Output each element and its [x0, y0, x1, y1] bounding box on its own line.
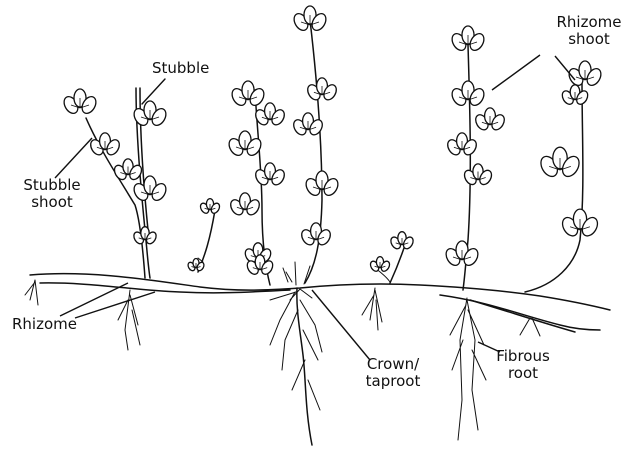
leaf-cluster: [131, 176, 168, 203]
leaf-cluster: [228, 193, 262, 217]
label-crown-taproot: Crown/ taproot: [362, 356, 424, 390]
label-fibrous-root: Fibrous root: [494, 348, 552, 382]
label-rhizome: Rhizome: [12, 316, 77, 333]
leaf-cluster: [389, 232, 415, 251]
leaf-cluster: [538, 147, 583, 179]
label-stubble-shoot-line2: shoot: [22, 194, 82, 211]
leaf-cluster: [473, 108, 507, 132]
rhizome-shoot-stem-2: [525, 80, 583, 292]
rhizome-right-branch: [440, 295, 600, 330]
label-rhizome-shoot: Rhizome shoot: [556, 14, 621, 48]
label-stubble: Stubble: [152, 60, 209, 77]
rhizome-right-branch-2: [470, 300, 575, 332]
leaf-cluster: [61, 89, 98, 116]
leaf-cluster: [229, 81, 266, 108]
label-crown-line1: Crown/: [362, 356, 424, 373]
leaf-cluster: [449, 81, 486, 108]
leaf-cluster: [291, 6, 328, 33]
label-fibrous-line1: Fibrous: [494, 348, 552, 365]
leaves: [61, 6, 603, 276]
main-rhizome: [30, 274, 610, 310]
label-rhizome-shoot-line2: shoot: [556, 31, 621, 48]
leaf-cluster: [253, 163, 287, 187]
small-rhizome-shoot: [390, 245, 405, 283]
leaf-cluster: [88, 133, 122, 157]
label-stubble-shoot-line1: Stubble: [22, 177, 82, 194]
label-stubble-shoot: Stubble shoot: [22, 177, 82, 211]
leaf-cluster: [443, 241, 480, 268]
leaf-cluster: [299, 223, 333, 247]
label-fibrous-line2: root: [494, 365, 552, 382]
leaf-cluster: [566, 61, 603, 88]
label-rhizome-shoot-line1: Rhizome: [556, 14, 621, 31]
leaf-cluster: [199, 199, 221, 215]
leaf-cluster: [132, 227, 158, 246]
label-crown-line2: taproot: [362, 373, 424, 390]
leaf-cluster: [369, 257, 391, 273]
leaf-cluster: [462, 164, 494, 187]
rhizome-left-branch: [40, 283, 290, 293]
leaf-cluster: [305, 78, 339, 102]
leaf-cluster: [445, 133, 479, 157]
leaf-cluster: [560, 85, 590, 106]
leaf-cluster: [253, 103, 287, 127]
